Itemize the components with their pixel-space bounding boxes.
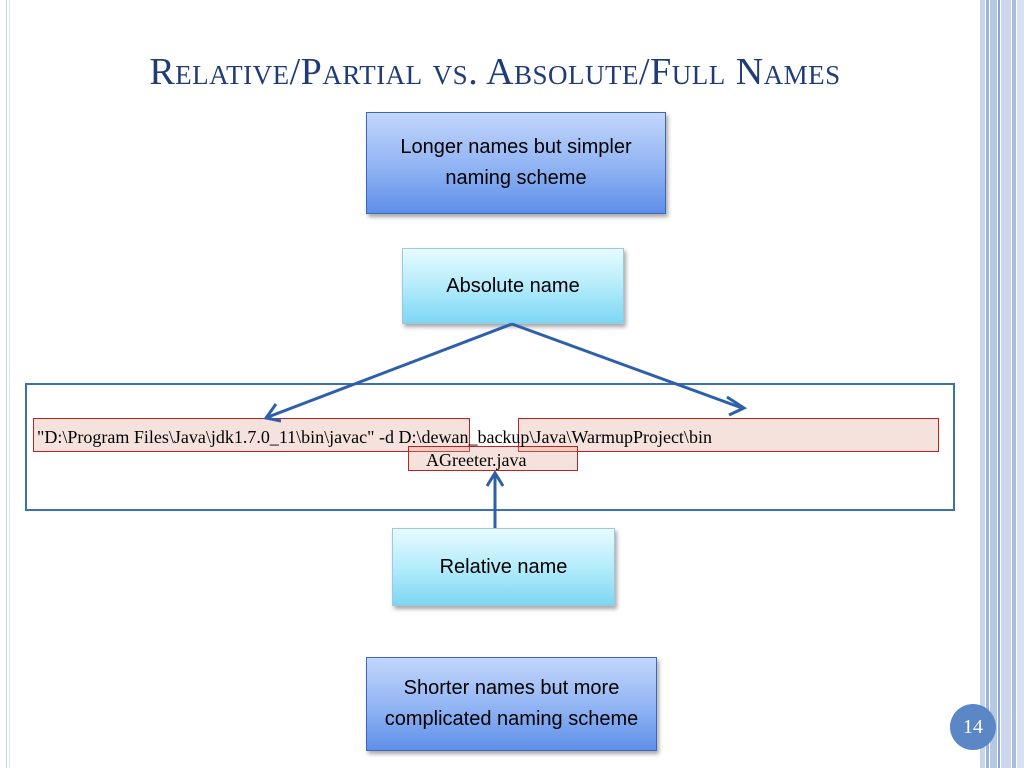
relative-path-highlight xyxy=(408,446,578,471)
page-number: 14 xyxy=(963,715,983,738)
arrow-to-javac-path xyxy=(267,322,513,419)
longer-names-note-text: Longer names but simpler naming scheme xyxy=(400,136,632,189)
relative-name-box: Relative name xyxy=(392,528,615,606)
shorter-names-note-box: Shorter names but more complicated namin… xyxy=(366,657,657,751)
absolute-path-highlight-output xyxy=(518,418,939,452)
command-file-text: AGreeter.java xyxy=(426,450,527,470)
arrow-to-output-path xyxy=(511,322,743,410)
longer-names-note-box: Longer names but simpler naming scheme xyxy=(366,112,666,214)
arrow-to-output-path-head xyxy=(726,395,748,417)
right-decorative-stripes xyxy=(980,0,1024,768)
relative-name-label: Relative name xyxy=(439,555,568,578)
slide-title: Relative/Partial vs. Absolute/Full Names xyxy=(149,51,841,93)
left-border-line xyxy=(6,0,7,768)
arrow-to-javac-path-head xyxy=(263,403,282,423)
absolute-name-label: Absolute name xyxy=(446,274,580,297)
command-line-text: "D:\Program Files\Java\jdk1.7.0_11\bin\j… xyxy=(37,427,712,447)
command-frame xyxy=(25,383,955,511)
shorter-names-note-text: Shorter names but more complicated namin… xyxy=(384,677,639,730)
left-border-line-inner xyxy=(9,0,10,768)
page-number-badge: 14 xyxy=(950,704,996,750)
arrow-to-relative-file-head xyxy=(485,470,505,487)
absolute-path-highlight-javac xyxy=(33,418,470,452)
